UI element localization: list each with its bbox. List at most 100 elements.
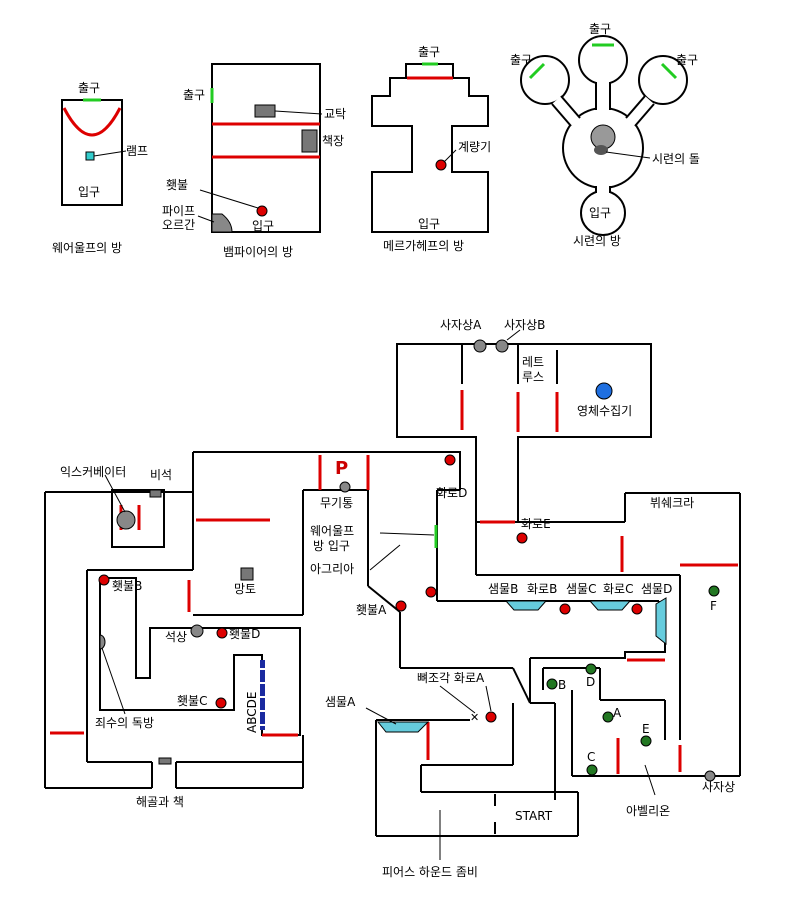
cell-a-icon [602,711,614,723]
brazier-b-label: 화로B [527,582,557,596]
gauge-icon [435,159,447,171]
bone-brazier-a-label: 뼈조각 화로A [417,671,485,685]
trial-exit-top-label: 출구 [589,22,611,36]
lion-a-label: 사자상A [440,318,482,332]
cloak-icon [240,567,254,581]
p-mark: P [335,458,348,479]
cell-d-icon [585,663,597,675]
stone-statue-label: 석상 [165,630,187,644]
werewolf-entrance-label-2: 방 입구 [313,539,350,553]
well-d-icon [655,597,667,646]
werewolf-room: 출구 램프 입구 웨어울프의 방 [52,81,148,255]
stone-statue-icon [190,624,204,638]
trial-room-title: 시련의 방 [573,234,621,248]
torch-c-icon [215,697,227,709]
abcde-label: ABCDE [245,692,259,733]
solitary-label: 죄수의 독방 [95,716,154,730]
torch-c-label: 횃불C [177,694,207,708]
torch-a-label: 횃불A [356,603,387,617]
trial-stone-label: 시련의 돌 [652,152,700,166]
torch-a-icon [395,600,407,612]
well-c-icon [588,600,632,611]
lion-statue-label: 사자상 [702,780,735,794]
megahep-exit-label: 출구 [418,45,440,59]
megahep-room-title: 메르가헤프의 방 [383,239,464,253]
werewolf-entrance-label-1: 웨어울프 [310,524,354,538]
lettus-label-1: 레트 [522,355,544,369]
trial-entrance-label: 입구 [589,206,611,220]
buikkra-label: 뷔쉐크라 [650,496,694,510]
cell-a-label: A [613,706,622,720]
megahep-entrance-label: 입구 [418,217,440,231]
lion-b-label: 사자상B [504,318,545,332]
excavator-icon [116,510,136,530]
werewolf-entrance-label: 입구 [78,185,100,199]
lamp-icon [85,151,95,161]
well-a-label: 샘물A [325,695,356,709]
brazier-b-icon [559,603,571,615]
monument-label: 비석 [150,468,172,482]
podium-label: 교탁 [324,107,346,121]
vampire-torch-label: 횃불 [166,178,188,192]
trial-exit-left-label: 출구 [510,53,532,67]
torch-icon [256,205,268,217]
brazier-c-icon [631,603,643,615]
torch-f-icon [708,585,720,597]
well-c-label: 샘물C [566,582,596,596]
well-a-icon [376,721,430,733]
lion-statue-b-icon [495,339,509,353]
cell-d-label: D [586,675,595,689]
start-label: START [515,809,553,823]
skeleton-book-label: 해골과 책 [136,794,184,809]
brazier-d-label: 화로D [436,486,467,500]
vampire-room-title: 뱀파이어의 방 [223,245,293,259]
vampire-entrance-label: 입구 [252,219,274,233]
lettus-label-2: 루스 [522,370,544,384]
cloak-label: 망토 [234,582,256,596]
bone-fragment-icon: ✕ [470,711,479,724]
lion-statue-a-icon [473,339,487,353]
vampire-room: 출구 교탁 책장 횃불 파이프 오르간 입구 뱀파이어의 방 [162,63,346,259]
cell-e-icon [640,735,652,747]
torch-d-label: 횃불D [229,627,260,641]
brazier-d-icon [444,454,456,466]
werewolf-exit-label: 출구 [78,81,100,95]
main-map-labels: 사자상A 사자상B 레트 루스 영체수집기 익스커베이터 비석 P 무기통 화로… [60,318,735,879]
pipe-organ-label-2: 오르간 [162,218,195,232]
weapon-barrel-label: 무기통 [320,496,353,510]
lamp-label: 램프 [126,144,148,158]
bookshelf-label: 책장 [322,133,344,148]
podium-icon [254,104,276,118]
main-map-markers: ✕ [98,329,720,860]
well-b-label: 샘물B [488,582,518,596]
torch-d-icon [216,627,228,639]
cell-b-label: B [558,678,566,692]
skeleton-book-icon [158,757,172,765]
brazier-c-label: 화로C [603,582,633,596]
main-map-walls [44,343,741,837]
cell-c-icon [586,764,598,776]
cell-b-icon [546,678,558,690]
pipe-organ-label-1: 파이프 [162,204,195,218]
brazier-e-icon [516,532,528,544]
pipe-organ-icon [211,213,233,233]
bookshelf-icon [301,129,318,153]
cell-c-label: C [587,750,595,764]
torch-unlabeled-icon [425,586,437,598]
brazier-a-icon [485,711,497,723]
trial-room: 출구 출구 출구 시련의 돌 입구 시련의 방 [510,22,700,248]
vampire-exit-label: 출구 [183,88,205,102]
brazier-e-label: 화로E [521,517,551,531]
prisoner-solitary-icon [99,634,106,650]
weapon-barrel-icon [339,481,351,493]
agria-label: 아그리아 [310,562,354,576]
pierce-zombie-label: 피어스 하운드 좀비 [382,865,478,879]
well-d-label: 샘물D [641,582,672,596]
megahep-room: 출구 계량기 입구 메르가헤프의 방 [371,45,491,253]
excavator-label: 익스커베이터 [60,465,126,479]
trial-exit-right-label: 출구 [676,53,698,67]
cell-e-label: E [642,722,650,736]
lion-statue-icon [704,770,716,782]
werewolf-room-title: 웨어울프의 방 [52,241,122,255]
